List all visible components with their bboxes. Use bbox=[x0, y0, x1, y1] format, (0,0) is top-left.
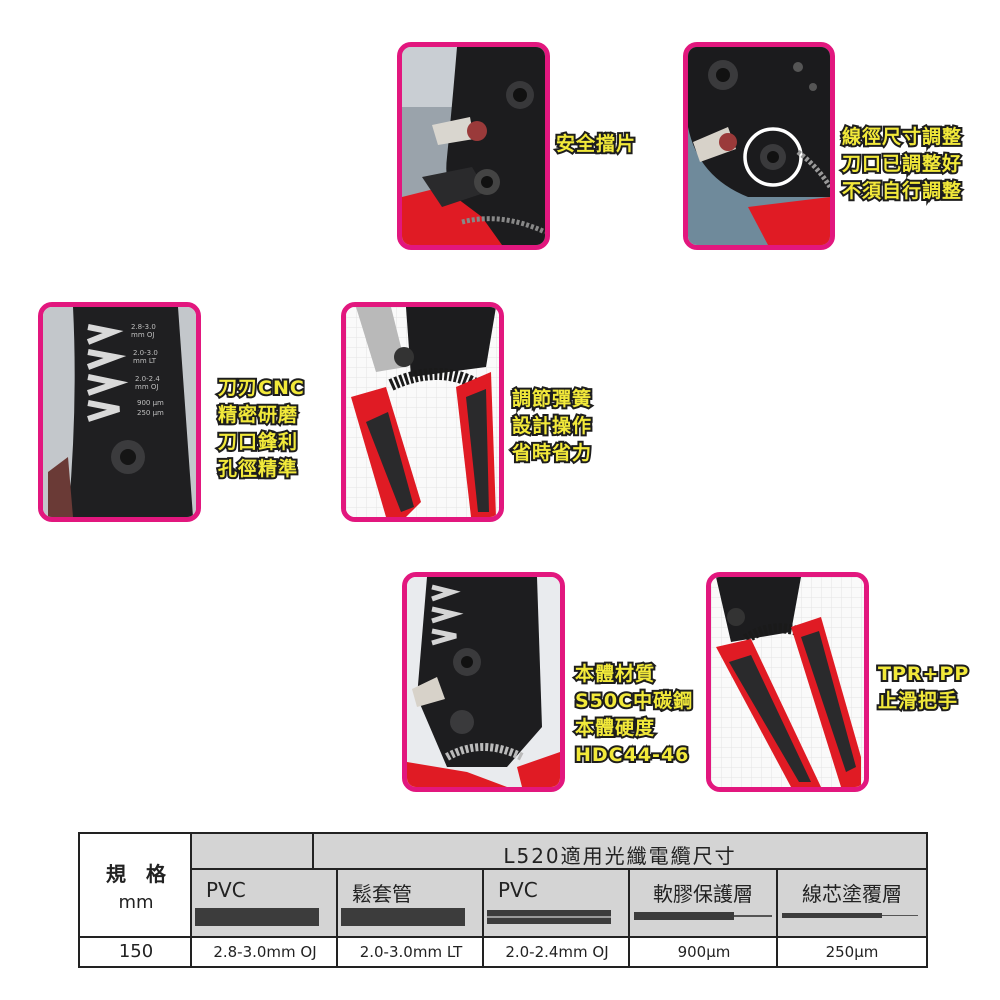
column-header-cell: PVC bbox=[192, 870, 338, 936]
column-header: 軟膠保護層 bbox=[653, 882, 753, 906]
column-header: PVC bbox=[206, 878, 246, 902]
divider bbox=[628, 938, 630, 968]
callout-line: TPR+PP bbox=[876, 661, 970, 687]
table-title-cell: L520適用光纖電纜尺寸 bbox=[314, 834, 926, 870]
column-header-cell: 線芯塗覆層 bbox=[778, 870, 926, 936]
callout-material: 本體材質 S50C中碳鋼 本體硬度 HDC44-46 bbox=[573, 661, 694, 769]
column-header-cell: 鬆套管 bbox=[338, 870, 484, 936]
callout-line: 調節彈簧 bbox=[510, 386, 593, 412]
callout-line: 孔徑精準 bbox=[216, 456, 299, 482]
callout-line: 刀口鋒利 bbox=[216, 429, 299, 455]
callout-line: 刀刃CNC bbox=[216, 375, 306, 401]
spec-label: 規 格 bbox=[106, 862, 166, 886]
header-top-left bbox=[192, 834, 314, 870]
value-cell: 250µm bbox=[825, 943, 879, 961]
size-cell: 150 bbox=[118, 941, 154, 962]
callout-line: HDC44-46 bbox=[573, 742, 690, 768]
column-header-cell: PVC bbox=[484, 870, 630, 936]
photo-spring bbox=[341, 302, 504, 522]
table-title: L520適用光纖電纜尺寸 bbox=[503, 844, 737, 868]
value-cell: 2.8-3.0mm OJ bbox=[213, 943, 317, 961]
callout-line: 省時省力 bbox=[510, 440, 593, 466]
callout-line: 本體材質 bbox=[573, 661, 656, 687]
engraving-text: mm OJ bbox=[135, 383, 158, 391]
buffer-fiber-line bbox=[734, 915, 772, 917]
divider bbox=[336, 938, 338, 968]
photo-grip bbox=[706, 572, 869, 792]
callout-line: 止滑把手 bbox=[876, 688, 959, 714]
engraving-text: 900 μm bbox=[137, 399, 164, 407]
column-header: 鬆套管 bbox=[352, 882, 412, 906]
buffer-bar bbox=[634, 912, 734, 920]
blade-engraving: 2.8-3.0 mm OJ 2.0-3.0 mm LT 2.0-2.4 mm O… bbox=[131, 323, 164, 417]
spec-label-cell: 規 格 mm bbox=[80, 834, 192, 936]
divider bbox=[776, 938, 778, 968]
photo-safety-plate bbox=[397, 42, 550, 250]
coating-bar bbox=[782, 913, 882, 918]
column-header: PVC bbox=[498, 878, 538, 902]
value-cell: 2.0-2.4mm OJ bbox=[505, 943, 609, 961]
pvc-core-line bbox=[487, 916, 611, 918]
value-cell: 900µm bbox=[677, 943, 731, 961]
photo-wire-gauge bbox=[683, 42, 835, 250]
value-cell: 2.0-3.0mm LT bbox=[359, 943, 463, 961]
callout-wire-gauge: 線徑尺寸調整 刀口已調整好 不須自行調整 bbox=[840, 124, 963, 205]
callout-cnc-blade: 刀刃CNC 精密研磨 刀口鋒利 孔徑精準 bbox=[216, 375, 306, 483]
callout-line: S50C中碳鋼 bbox=[573, 688, 694, 714]
callout-line: 設計操作 bbox=[510, 413, 593, 439]
divider bbox=[190, 938, 192, 968]
callout-line: 本體硬度 bbox=[573, 715, 656, 741]
engraving-text: mm LT bbox=[133, 357, 157, 365]
engraving-text: mm OJ bbox=[131, 331, 154, 339]
callout-line: 精密研磨 bbox=[216, 402, 299, 428]
spec-unit: mm bbox=[118, 892, 154, 913]
spec-table: 規 格 mm L520適用光纖電纜尺寸 PVC 鬆套管 PVC 軟膠保護層 線芯… bbox=[78, 832, 928, 968]
engraving-text: 250 μm bbox=[137, 409, 164, 417]
callout-grip: TPR+PP 止滑把手 bbox=[876, 661, 970, 715]
engraving-text: 2.0-2.4 bbox=[135, 375, 160, 383]
coating-fiber-line bbox=[882, 915, 918, 916]
callout-spring: 調節彈簧 設計操作 省時省力 bbox=[510, 386, 593, 467]
column-header-cell: 軟膠保護層 bbox=[630, 870, 778, 936]
callout-line: 線徑尺寸調整 bbox=[840, 124, 963, 150]
callout-line: 安全擋片 bbox=[554, 131, 637, 157]
callout-line: 刀口已調整好 bbox=[840, 151, 963, 177]
callout-line: 不須自行調整 bbox=[840, 178, 963, 204]
callout-safety-plate: 安全擋片 bbox=[554, 131, 637, 158]
engraving-text: 2.0-3.0 bbox=[133, 349, 158, 357]
divider bbox=[482, 938, 484, 968]
table-row: 150 2.8-3.0mm OJ 2.0-3.0mm LT 2.0-2.4mm … bbox=[80, 936, 926, 968]
photo-cnc-blade: 2.8-3.0 mm OJ 2.0-3.0 mm LT 2.0-2.4 mm O… bbox=[38, 302, 201, 522]
loose-tube-bar bbox=[341, 908, 465, 926]
photo-material bbox=[402, 572, 565, 792]
engraving-text: 2.8-3.0 bbox=[131, 323, 156, 331]
cable-pvc-bar bbox=[195, 908, 319, 926]
column-header: 線芯塗覆層 bbox=[802, 882, 902, 906]
